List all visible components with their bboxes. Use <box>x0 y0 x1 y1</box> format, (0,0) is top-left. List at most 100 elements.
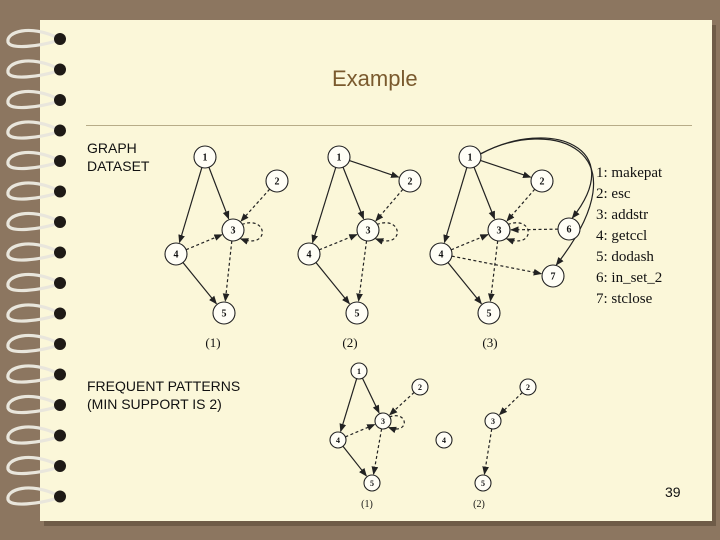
legend-item-1: 1: makepat <box>596 165 663 181</box>
dataset-graph-2-edge-3-3 <box>374 222 398 245</box>
dataset-graph-3-node-7 <box>541 264 565 288</box>
dataset-graph-1-node-2-label: 2 <box>275 177 280 188</box>
dataset-graph-1-node-1-label: 1 <box>203 153 208 164</box>
pattern-graph-2-node-4-label: 4 <box>442 436 446 445</box>
graph-dataset-label-line-1: GRAPH <box>87 140 137 156</box>
dataset-graph-2-node-5 <box>345 301 369 325</box>
dataset-graph-3-node-5-label: 5 <box>487 309 492 320</box>
spiral-ring <box>6 303 59 323</box>
pattern-graph-1-edge-1-3 <box>361 377 380 414</box>
spiral-ring <box>6 455 59 476</box>
dataset-graph-3-node-6 <box>557 217 581 241</box>
dataset-graph-3-edge-4-7 <box>451 255 543 276</box>
graph-dataset-label-line-2: DATASET <box>87 158 150 174</box>
spiral-ring <box>6 181 59 201</box>
binding-hole <box>54 124 66 137</box>
binding-hole <box>54 490 66 503</box>
binding-hole <box>54 185 66 198</box>
spiral-ring <box>6 425 59 445</box>
pattern-graph-2-node-2 <box>519 378 537 396</box>
dataset-graph-3-edge-1-3 <box>473 167 496 220</box>
pattern-graph-1-node-2-label: 2 <box>418 383 422 392</box>
dataset-graph-3-edge-3-5 <box>488 240 499 302</box>
dataset-graph-2-node-2 <box>398 169 422 193</box>
binding-hole <box>54 94 66 106</box>
dataset-graph-2-edge-1-4 <box>311 167 337 244</box>
dataset-graph-3-node-3-label: 3 <box>497 226 502 237</box>
pattern-graph-1-edge-3-5 <box>371 428 383 475</box>
pattern-graph-1-node-5 <box>363 474 381 492</box>
slide-title: Example <box>332 66 418 91</box>
dataset-graph-3-node-4-label: 4 <box>439 250 444 261</box>
pattern-graph-1-edge-2-3 <box>389 391 415 416</box>
dataset-graph-3-node-1-label: 1 <box>468 153 473 164</box>
dataset-graph-1-edge-2-3 <box>240 188 271 222</box>
binding-hole <box>54 63 66 76</box>
dataset-graph-2-caption: (2) <box>342 335 357 350</box>
spiral-ring <box>6 28 59 49</box>
dataset-graph-3-node-2-label: 2 <box>540 177 545 188</box>
dataset-graph-2-node-2-label: 2 <box>408 177 413 188</box>
binding-hole <box>54 368 66 381</box>
binding-hole <box>54 429 66 442</box>
dataset-graph-1-node-2 <box>265 169 289 193</box>
pattern-graph-1-edge-4-5 <box>342 445 367 477</box>
dataset-graph-1-edge-1-3 <box>208 167 230 220</box>
pattern-graph-2-node-4 <box>435 431 453 449</box>
dataset-graph-2-edge-4-5 <box>315 262 350 305</box>
graph-dataset-label: GRAPH DATASET <box>87 139 150 175</box>
binding-hole <box>54 216 66 228</box>
dataset-graph-3-node-6-label: 6 <box>567 225 572 236</box>
pattern-graph-1-node-3 <box>374 412 392 430</box>
spiral-binding <box>6 28 66 506</box>
binding-hole <box>54 246 66 259</box>
dataset-graph-2-node-3 <box>356 218 380 242</box>
dataset-graph-1-node-4-label: 4 <box>174 250 179 261</box>
pattern-graph-1-node-3-label: 3 <box>381 417 385 426</box>
dataset-graph-3-node-1 <box>458 145 482 169</box>
spiral-ring <box>6 242 59 262</box>
frequent-patterns-label-line-1: FREQUENT PATTERNS <box>87 378 241 394</box>
pattern-graph-1-node-1 <box>350 362 368 380</box>
dataset-graph-3-node-4 <box>429 242 453 266</box>
dataset-graph-1-edge-4-3 <box>185 234 223 251</box>
legend-item-5: 5: dodash <box>596 249 654 265</box>
pattern-graph-1-node-1-label: 1 <box>357 367 361 376</box>
legend-item-2: 2: esc <box>596 186 631 202</box>
dataset-graph-2-node-5-label: 5 <box>355 309 360 320</box>
binding-hole <box>54 460 66 472</box>
pattern-graph-1-edge-4-3 <box>345 423 376 438</box>
dataset-graph-1-edge-3-5 <box>222 240 233 302</box>
dataset-graph-1-edge-1-4 <box>178 167 203 244</box>
dataset-graph-2-node-4 <box>297 242 321 266</box>
dataset-graph-1-node-1 <box>193 145 217 169</box>
pattern-graph-1-node-4-label: 4 <box>336 436 340 445</box>
title-divider <box>86 125 692 126</box>
dataset-graph-2-edge-1-3 <box>342 167 365 220</box>
dataset-graph-1-caption: (1) <box>205 335 220 350</box>
slide-page <box>40 20 712 521</box>
dataset-graph-3-node-2 <box>530 169 554 193</box>
dataset-graph-2-edge-4-3 <box>318 233 358 251</box>
dataset-graph-3-edge-3-3 <box>505 222 529 245</box>
dataset-graph-2-node-4-label: 4 <box>307 250 312 261</box>
dataset-graph-3-node-7-label: 7 <box>551 272 556 283</box>
pattern-graph-2-node-5 <box>474 474 492 492</box>
spiral-ring <box>6 211 59 232</box>
legend-item-7: 7: stclose <box>596 291 653 307</box>
spiral-ring <box>6 394 59 415</box>
legend-item-6: 6: in_set_2 <box>596 270 662 286</box>
spiral-ring <box>6 89 59 110</box>
pattern-graph-2-node-5-label: 5 <box>481 479 485 488</box>
spiral-ring <box>6 272 59 293</box>
dataset-graph-3-edge-6-3 <box>510 226 559 234</box>
pattern-graph-2-caption: (2) <box>473 499 485 510</box>
pattern-graph-2-edge-3-5 <box>482 428 493 475</box>
dataset-graph-1-node-5-label: 5 <box>222 309 227 320</box>
dataset-graph-3-caption: (3) <box>482 335 497 350</box>
dataset-graph-1-node-3-label: 3 <box>231 226 236 237</box>
frequent-patterns-label-line-2: (MIN SUPPORT IS 2) <box>87 396 222 412</box>
spiral-ring <box>6 120 59 140</box>
page-number: 39 <box>665 484 681 500</box>
